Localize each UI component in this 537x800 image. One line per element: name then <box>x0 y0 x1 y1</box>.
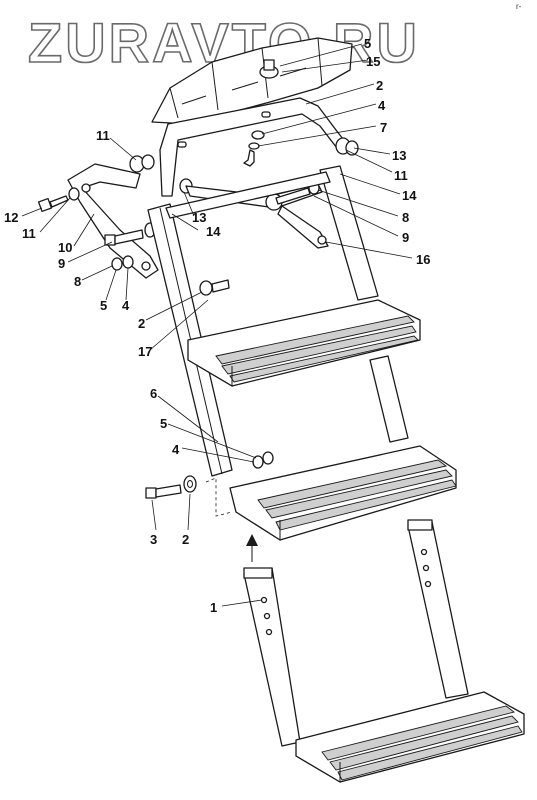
callout-labels: 5 15 2 4 7 13 11 14 8 9 16 11 13 14 12 1… <box>4 36 430 615</box>
left-hinge-bracket <box>67 163 159 279</box>
callout-4: 4 <box>172 442 180 457</box>
bolt-12 <box>37 187 80 213</box>
callout-1: 1 <box>210 600 217 615</box>
callout-14: 14 <box>206 224 221 239</box>
insertion-guide <box>205 477 233 517</box>
callout-9: 9 <box>58 256 65 271</box>
callout-4: 4 <box>378 98 386 113</box>
callout-13: 13 <box>392 148 406 163</box>
callout-8: 8 <box>74 274 81 289</box>
callout-16: 16 <box>416 252 430 267</box>
callout-5: 5 <box>100 298 107 313</box>
bracket-screw <box>243 130 265 167</box>
callout-14: 14 <box>402 188 417 203</box>
callout-11: 11 <box>394 168 408 183</box>
callout-5: 5 <box>160 416 167 431</box>
insertion-arrow <box>246 534 258 562</box>
callout-3: 3 <box>150 532 157 547</box>
callout-2: 2 <box>182 532 189 547</box>
callout-17: 17 <box>138 344 152 359</box>
callout-13: 13 <box>192 210 206 225</box>
callout-15: 15 <box>366 54 380 69</box>
middle-step <box>229 445 457 541</box>
right-nut-stack <box>335 137 359 156</box>
callout-6: 6 <box>150 386 157 401</box>
left-nuts-5-4 <box>111 255 134 271</box>
bolt-3-washer-2 <box>145 475 197 499</box>
leader-lines <box>21 43 413 607</box>
lower-step-assembly <box>243 519 525 783</box>
callout-7: 7 <box>380 120 387 135</box>
callout-11: 11 <box>22 226 36 241</box>
callout-8: 8 <box>402 210 409 225</box>
callout-2: 2 <box>376 78 383 93</box>
callout-10: 10 <box>58 240 72 255</box>
watermark-text: ZURAVTO.RU <box>28 11 420 74</box>
callout-11: 11 <box>96 128 110 143</box>
top-bolt <box>259 59 279 79</box>
callout-2: 2 <box>138 316 145 331</box>
rail-bolt <box>199 279 230 296</box>
callout-5: 5 <box>364 36 371 51</box>
callout-12: 12 <box>4 210 18 225</box>
corner-mark: r- <box>516 2 522 11</box>
upper-step <box>187 299 421 387</box>
callout-4: 4 <box>122 298 130 313</box>
middle-nuts-5-4 <box>252 451 274 469</box>
callout-9: 9 <box>402 230 409 245</box>
